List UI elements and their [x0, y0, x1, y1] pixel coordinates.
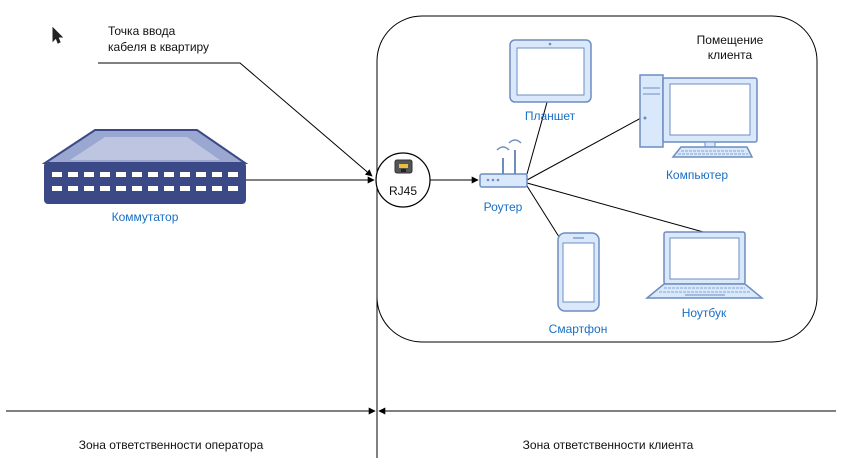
- room-label-line2: клиента: [707, 48, 753, 62]
- laptop-label: Ноутбук: [681, 306, 727, 320]
- smartphone-icon: [557, 232, 600, 312]
- callout-label-line2: кабеля в квартиру: [108, 40, 210, 54]
- switch-label: Коммутатор: [111, 210, 179, 224]
- cursor-icon: [52, 26, 64, 44]
- computer-label: Компьютер: [665, 168, 729, 182]
- smartphone-label: Смартфон: [548, 322, 608, 336]
- tablet-icon: [509, 39, 592, 103]
- callout-label-line1: Точка ввода: [108, 24, 176, 38]
- router-icon: [479, 139, 528, 188]
- computer-icon: [639, 74, 758, 158]
- room-label-line1: Помещение: [696, 33, 764, 47]
- switch-icon: [41, 129, 249, 204]
- client-zone-label: Зона ответственности клиента: [522, 438, 694, 452]
- rj45-port-icon: [375, 152, 431, 208]
- tablet-label: Планшет: [524, 109, 576, 123]
- rj45-label: RJ45: [388, 184, 418, 198]
- router-label: Роутер: [483, 200, 523, 214]
- laptop-icon: [644, 231, 765, 299]
- router-links: [526, 87, 708, 241]
- callout-leader-line: [98, 62, 373, 177]
- operator-zone-label: Зона ответственности оператора: [78, 438, 264, 452]
